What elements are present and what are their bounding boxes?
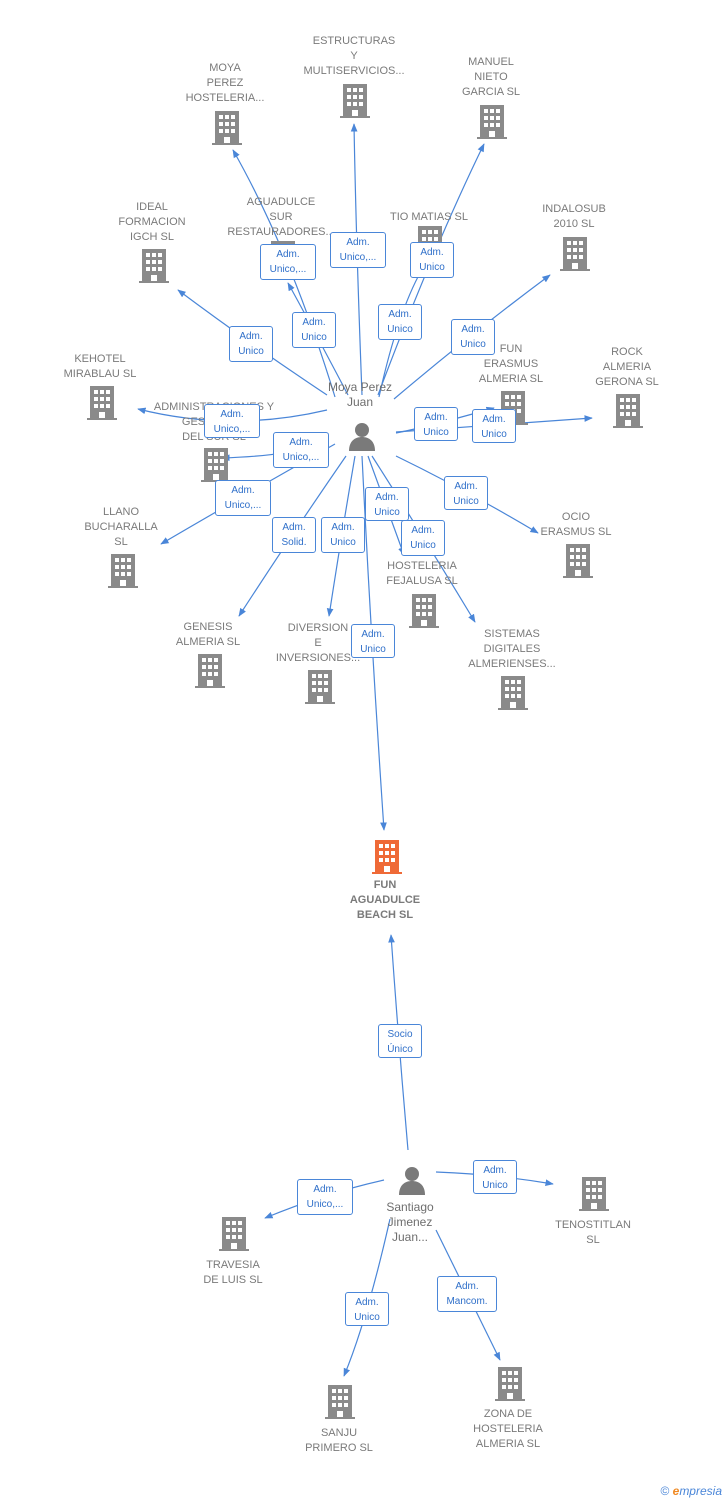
building-icon[interactable] xyxy=(409,594,439,628)
company-travesia[interactable]: TRAVESIA DE LUIS SL xyxy=(203,1259,263,1286)
person-p2[interactable]: Santiago Jimenez Juan... xyxy=(386,1200,434,1244)
building-icon[interactable] xyxy=(560,237,590,271)
person-icon[interactable] xyxy=(349,423,375,451)
company-diversion[interactable]: DIVERSION E INVERSIONES... xyxy=(275,622,361,664)
company-ideal[interactable]: IDEAL FORMACION IGCH SL xyxy=(118,201,186,243)
company-genesis[interactable]: GENESIS ALMERIA SL xyxy=(175,621,241,648)
relation-label-tenostitlan[interactable]: Adm. Unico xyxy=(473,1160,517,1194)
company-manuel[interactable]: MANUEL NIETO GARCIA SL xyxy=(461,56,521,98)
copyright-symbol: © xyxy=(660,1484,670,1498)
building-icon[interactable] xyxy=(495,1367,525,1401)
relation-label-tiomatias[interactable]: Adm. Unico xyxy=(378,304,422,340)
building-icon[interactable] xyxy=(498,676,528,710)
relation-label-administraciones[interactable]: Adm. Unico,... xyxy=(273,432,329,468)
building-icon[interactable] xyxy=(201,448,231,482)
building-icon[interactable] xyxy=(195,654,225,688)
building-icon[interactable] xyxy=(579,1177,609,1211)
company-aguadulce[interactable]: AGUADULCE SUR RESTAURADORES... xyxy=(227,196,335,238)
relation-label-genesis[interactable]: Adm. Solid. xyxy=(272,517,316,553)
relation-label-diversion[interactable]: Adm. Unico xyxy=(321,517,365,553)
relation-label-travesia[interactable]: Adm. Unico,... xyxy=(297,1179,353,1215)
company-indalosub[interactable]: INDALOSUB 2010 SL xyxy=(542,203,606,230)
relation-label-funerasmus[interactable]: Adm. Unico xyxy=(414,407,458,441)
relation-label-ocio[interactable]: Adm. Unico xyxy=(444,476,488,510)
edges-layer xyxy=(137,123,593,1377)
building-icon[interactable] xyxy=(87,386,117,420)
relation-label-ideal[interactable]: Adm. Unico xyxy=(229,326,273,362)
company-kehotel[interactable]: KEHOTEL MIRABLAU SL xyxy=(63,353,137,380)
focus-company-name[interactable]: FUN AGUADULCE BEACH SL xyxy=(349,879,421,921)
building-icon[interactable] xyxy=(477,105,507,139)
relation-label-zona[interactable]: Adm. Mancom. xyxy=(437,1276,497,1312)
company-moya[interactable]: MOYA PEREZ HOSTELERIA... xyxy=(185,62,265,104)
relation-label-focus[interactable]: Adm. Unico xyxy=(351,624,395,658)
person-icon[interactable] xyxy=(399,1167,425,1195)
relation-label-manuel[interactable]: Adm. Unico xyxy=(410,242,454,278)
relation-label-sanju[interactable]: Adm. Unico xyxy=(345,1292,389,1326)
relation-label-sistemas[interactable]: Adm. Unico xyxy=(401,520,445,556)
relation-label-indalosub[interactable]: Adm. Unico xyxy=(451,319,495,355)
relation-label-aguadulce[interactable]: Adm. Unico xyxy=(292,312,336,348)
company-ocio[interactable]: OCIO ERASMUS SL xyxy=(540,511,612,538)
footer-copyright: © empresia xyxy=(660,1484,722,1498)
focus-building-icon[interactable] xyxy=(372,840,402,874)
company-sanju[interactable]: SANJU PRIMERO SL xyxy=(305,1427,373,1454)
building-icon[interactable] xyxy=(139,249,169,283)
relation-label-moya[interactable]: Adm. Unico,... xyxy=(260,244,316,280)
building-icon[interactable] xyxy=(212,111,242,145)
relation-label-llano[interactable]: Adm. Unico,... xyxy=(215,480,271,516)
company-estructuras[interactable]: ESTRUCTURAS Y MULTISERVICIOS... xyxy=(303,35,405,77)
relation-label-focus[interactable]: Socio Único xyxy=(378,1024,422,1058)
relation-label-kehotel[interactable]: Adm. Unico,... xyxy=(204,404,260,438)
brand-name: mpresia xyxy=(679,1484,722,1498)
building-icon[interactable] xyxy=(325,1385,355,1419)
building-icon[interactable] xyxy=(613,394,643,428)
company-tenostitlan[interactable]: TENOSTITLAN SL xyxy=(555,1219,631,1246)
building-icon[interactable] xyxy=(305,670,335,704)
relation-label-hosteleria[interactable]: Adm. Unico xyxy=(365,487,409,521)
company-llano[interactable]: LLANO BUCHARALLA SL xyxy=(84,506,158,548)
building-icon[interactable] xyxy=(340,84,370,118)
company-hosteleria[interactable]: HOSTELERIA FEJALUSA SL xyxy=(386,560,458,587)
relation-label-rock[interactable]: Adm. Unico xyxy=(472,409,516,443)
company-sistemas[interactable]: SISTEMAS DIGITALES ALMERIENSES... xyxy=(468,628,556,670)
company-rock[interactable]: ROCK ALMERIA GERONA SL xyxy=(595,346,659,388)
company-tiomatias[interactable]: TIO MATIAS SL xyxy=(389,211,469,223)
relation-label-estructuras[interactable]: Adm. Unico,... xyxy=(330,232,386,268)
company-funerasmus[interactable]: FUN ERASMUS ALMERIA SL xyxy=(478,343,544,385)
brand-initial: e xyxy=(672,1484,680,1498)
building-icon[interactable] xyxy=(219,1217,249,1251)
company-zona[interactable]: ZONA DE HOSTELERIA ALMERIA SL xyxy=(473,1408,543,1450)
building-icon[interactable] xyxy=(563,544,593,578)
person-p1[interactable]: Moya Perez Juan xyxy=(327,380,393,409)
building-icon[interactable] xyxy=(108,554,138,588)
